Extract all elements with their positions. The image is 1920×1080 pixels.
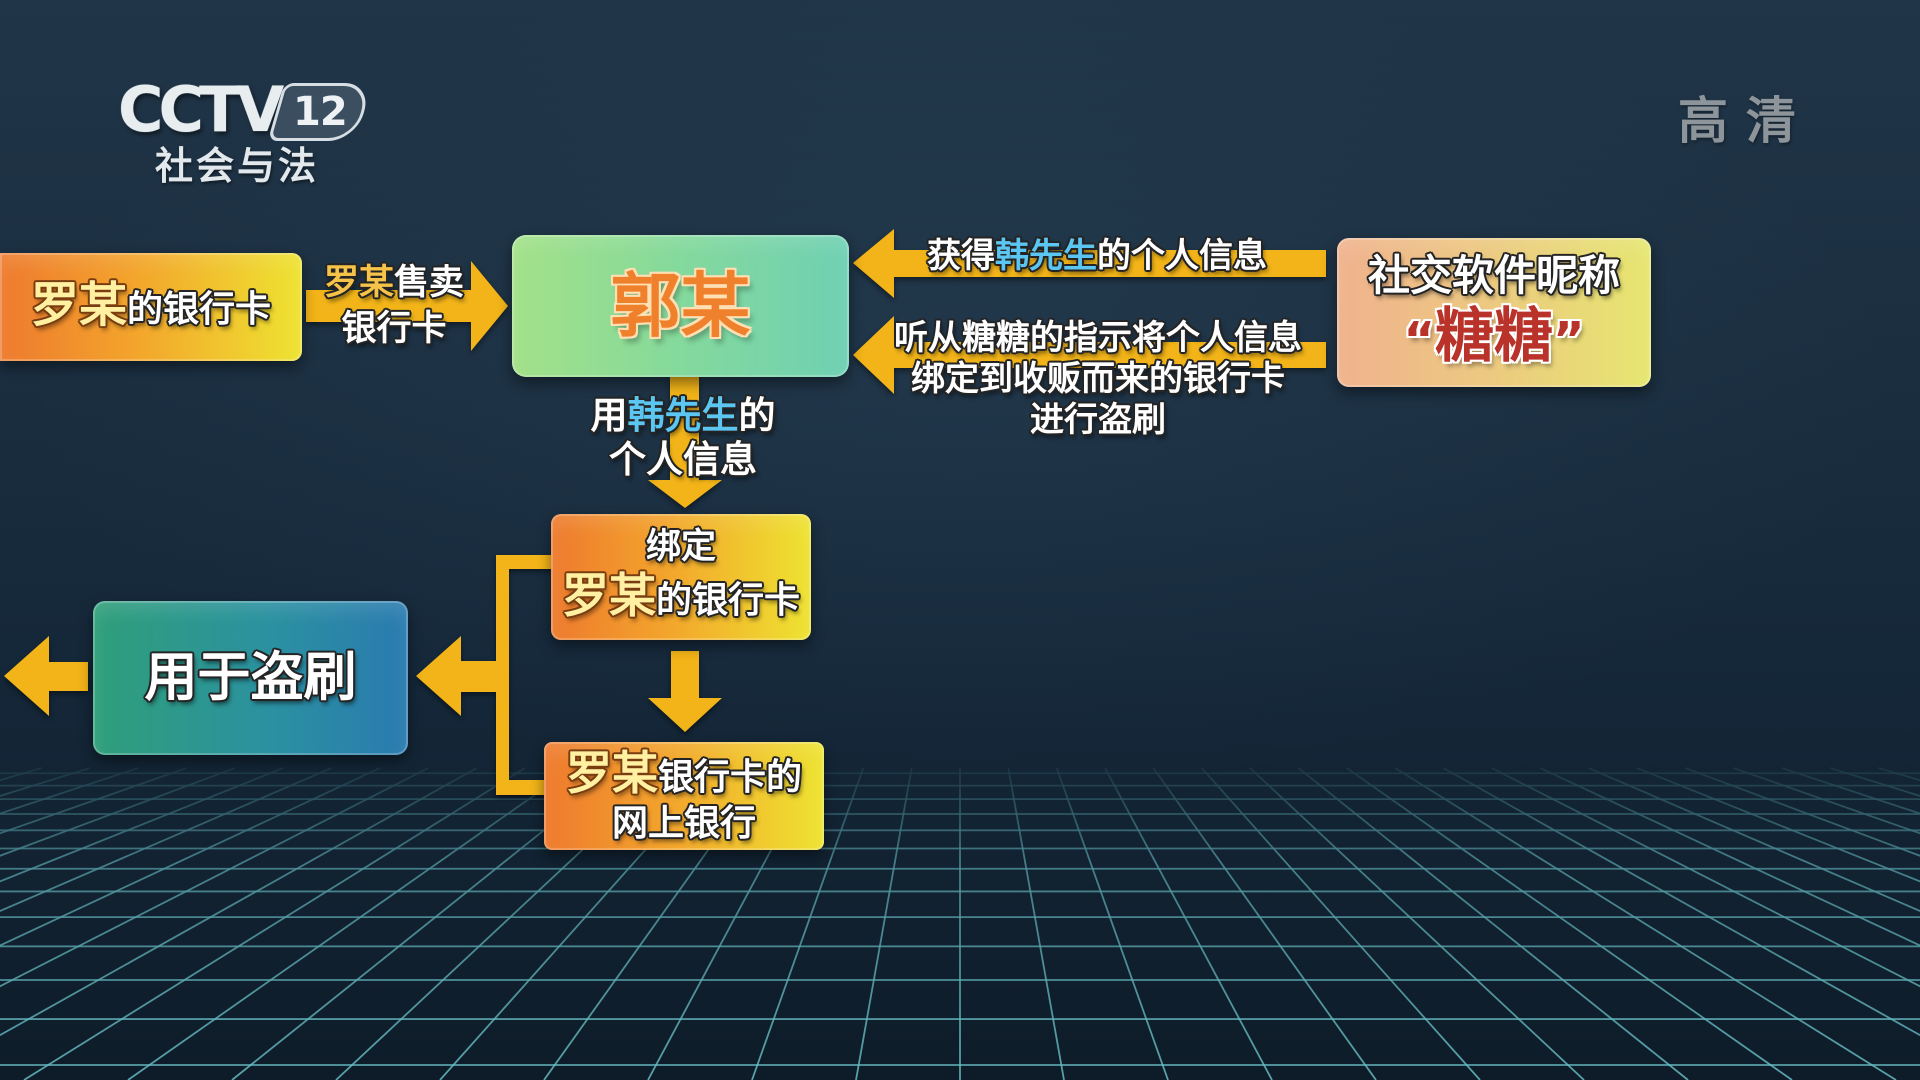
grid-line-vertical bbox=[0, 767, 381, 947]
edge-label-use-info: 用韩先生的 个人信息 bbox=[573, 394, 793, 482]
quote-close: ” bbox=[1553, 311, 1585, 368]
arrow-follow-instructions bbox=[853, 316, 1326, 394]
grid-line-vertical bbox=[1249, 767, 1585, 1080]
grid-line-vertical bbox=[127, 767, 574, 1080]
grid-line-vertical bbox=[751, 767, 865, 1080]
nickname: 糖糖 bbox=[1434, 300, 1553, 370]
grid-line-vertical bbox=[1684, 767, 1920, 857]
seller-name: 罗某 bbox=[323, 263, 394, 303]
grid-line-vertical bbox=[0, 767, 429, 988]
grid-line-vertical bbox=[0, 767, 332, 912]
grid-line-vertical bbox=[1346, 767, 1793, 1080]
bind-action: 绑定 bbox=[645, 527, 716, 567]
channel-name: 社会与法 bbox=[155, 144, 320, 188]
theft-text: 用于盗刷 bbox=[144, 647, 357, 708]
grid-line-vertical bbox=[1152, 767, 1377, 1080]
bind-card-row: 罗某的银行卡 bbox=[562, 569, 800, 629]
arrow-obtain-info bbox=[853, 229, 1326, 298]
obtain-pre: 获得 bbox=[927, 236, 995, 276]
online-banking-row: 罗某银行卡的 bbox=[566, 748, 802, 803]
grid-line-vertical bbox=[1297, 767, 1689, 1080]
grid-line-vertical bbox=[1007, 767, 1065, 1080]
obtain-post: 的个人信息 bbox=[1097, 236, 1267, 276]
card-owner-name: 罗某 bbox=[561, 569, 656, 624]
node-text: 的银行卡 bbox=[655, 580, 800, 621]
card-owner-name: 罗某 bbox=[30, 276, 127, 333]
grid-lines bbox=[0, 767, 1920, 1080]
instruction-line-3: 进行盗刷 bbox=[1030, 400, 1166, 440]
grid-line-vertical bbox=[1394, 767, 1897, 1080]
grid-line-vertical bbox=[0, 767, 187, 835]
sell-verb: 售卖 bbox=[394, 263, 465, 303]
use-info-line1: 用韩先生的 bbox=[573, 394, 793, 438]
quote-open: “ bbox=[1403, 311, 1435, 368]
node-bind-card: 绑定 罗某的银行卡 bbox=[551, 514, 811, 640]
node-luo-bank-card: 罗某的银行卡 bbox=[0, 253, 302, 361]
online-banking-line2: 网上银行 bbox=[611, 802, 756, 844]
node-guo: 郭某 bbox=[512, 235, 849, 377]
node-text-row: 罗某的银行卡 bbox=[31, 277, 271, 338]
instruction-line-2: 绑定到收贩而来的银行卡 bbox=[911, 359, 1285, 399]
bracket-connector bbox=[496, 555, 553, 795]
sell-line1: 罗某售卖 bbox=[304, 260, 484, 306]
victim-name: 韩先生 bbox=[995, 236, 1097, 276]
channel-number: 12 bbox=[293, 89, 347, 135]
arrow-use-info-down bbox=[648, 377, 722, 508]
cctv-wordmark: CCTV bbox=[118, 73, 284, 146]
grid-line-vertical bbox=[1733, 767, 1920, 835]
node-text: 的银行卡 bbox=[127, 288, 272, 330]
suspect-name: 郭某 bbox=[610, 265, 751, 347]
grid-line-vertical bbox=[1588, 767, 1920, 912]
instruction-line-1: 听从糖糖的指示将个人信息 bbox=[894, 318, 1302, 358]
use-post: 的 bbox=[738, 394, 776, 437]
grid-line-vertical bbox=[1201, 767, 1481, 1080]
arrow-bind-to-online-down bbox=[648, 651, 722, 732]
grid-line-vertical bbox=[1104, 767, 1273, 1080]
grid-line-vertical bbox=[1055, 767, 1169, 1080]
node-theft-use: 用于盗刷 bbox=[93, 601, 408, 755]
grid-line-vertical bbox=[855, 767, 913, 1080]
node-online-banking: 罗某银行卡的 网上银行 bbox=[544, 742, 824, 850]
obtain-line: 获得韩先生的个人信息 bbox=[887, 234, 1307, 278]
card-owner-name: 罗某 bbox=[565, 745, 658, 800]
edge-label-follow-instructions: 听从糖糖的指示将个人信息 绑定到收贩而来的银行卡 进行盗刷 bbox=[878, 318, 1318, 441]
use-info-line2: 个人信息 bbox=[609, 438, 757, 481]
arrow-out-left bbox=[4, 636, 88, 716]
grid-line-vertical bbox=[1636, 767, 1920, 883]
grid-line-vertical bbox=[1442, 767, 1920, 1037]
grid-line-vertical bbox=[23, 767, 526, 1080]
hd-badge: 高清 bbox=[1678, 92, 1814, 150]
arrow-sell-card bbox=[306, 261, 508, 351]
node-tangtang: 社交软件昵称 “糖糖” bbox=[1337, 238, 1651, 387]
edge-label-sell-card: 罗某售卖 银行卡 bbox=[304, 260, 484, 352]
sell-object: 银行卡 bbox=[341, 309, 447, 349]
nickname-row: “糖糖” bbox=[1403, 301, 1584, 375]
grid-line-vertical bbox=[1539, 767, 1920, 947]
node-text: 银行卡的 bbox=[657, 756, 802, 798]
victim-name: 韩先生 bbox=[627, 394, 739, 437]
arrow-to-theft bbox=[416, 636, 500, 716]
grid-line-vertical bbox=[0, 767, 284, 883]
grid-line-vertical bbox=[0, 767, 236, 857]
edge-label-obtain-info: 获得韩先生的个人信息 bbox=[887, 234, 1307, 278]
nickname-label: 社交软件昵称 bbox=[1367, 250, 1620, 300]
grid-line-vertical bbox=[0, 767, 478, 1037]
grid-line-vertical bbox=[1491, 767, 1920, 988]
use-pre: 用 bbox=[590, 394, 628, 437]
